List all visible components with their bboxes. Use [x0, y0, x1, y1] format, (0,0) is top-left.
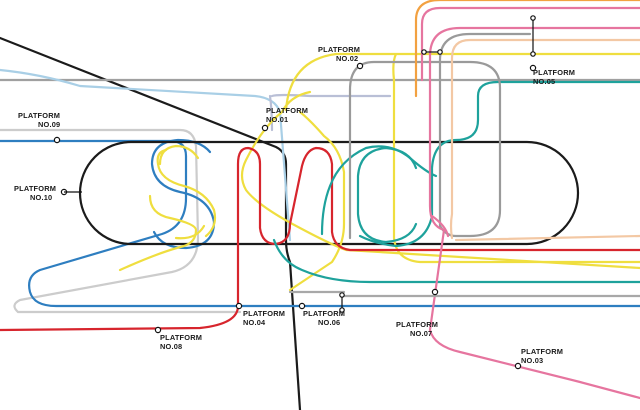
stop-platform-05[interactable]: [529, 64, 537, 72]
route-black-diagonal: [0, 36, 302, 410]
route-teal: [272, 80, 640, 284]
svg-text:PLATFORM: PLATFORM: [318, 45, 360, 54]
label-platform-02: PLATFORM NO.02: [318, 45, 360, 63]
stop-platform-01[interactable]: [261, 124, 269, 132]
label-platform-06: PLATFORM NO.06: [303, 309, 345, 327]
svg-text:NO.06: NO.06: [318, 318, 340, 327]
label-platform-01: PLATFORM NO.01: [266, 106, 308, 124]
svg-text:PLATFORM: PLATFORM: [243, 309, 285, 318]
route-yellow-top: [284, 52, 640, 292]
svg-text:NO.05: NO.05: [533, 77, 555, 86]
stop-platform-07[interactable]: [431, 288, 439, 296]
svg-text:NO.04: NO.04: [243, 318, 266, 327]
svg-text:PLATFORM: PLATFORM: [266, 106, 308, 115]
svg-text:NO.08: NO.08: [160, 342, 182, 351]
label-platform-04: PLATFORM NO.04: [243, 309, 285, 327]
svg-text:NO.01: NO.01: [266, 115, 288, 124]
svg-text:PLATFORM: PLATFORM: [521, 347, 563, 356]
stop-platform-02[interactable]: [356, 62, 364, 70]
route-grey-lower: [288, 290, 640, 298]
route-lavender: [268, 93, 392, 132]
route-light-blue: [0, 68, 292, 242]
svg-text:PLATFORM: PLATFORM: [18, 111, 60, 120]
label-platform-07: PLATFORM NO.07: [396, 320, 438, 338]
stop-platform-03[interactable]: [514, 362, 522, 370]
label-platform-05: PLATFORM NO.05: [533, 68, 575, 86]
svg-text:NO.10: NO.10: [30, 193, 52, 202]
route-teal-c: [356, 146, 418, 244]
svg-text:NO.03: NO.03: [521, 356, 543, 365]
route-pink-top: [420, 6, 640, 82]
route-yellow: [118, 90, 640, 272]
route-light-grey-loop: [0, 128, 242, 314]
svg-text:NO.09: NO.09: [38, 120, 60, 129]
stop-platform-06[interactable]: [298, 302, 306, 310]
stop-platform-08[interactable]: [154, 326, 162, 334]
route-dark-grey: [348, 32, 532, 240]
label-platform-09: PLATFORM NO.09: [18, 111, 60, 129]
stop-platform-04[interactable]: [235, 302, 243, 310]
junction-top-right: [339, 15, 536, 313]
route-pink: [428, 26, 640, 400]
label-platform-10: PLATFORM NO.10: [14, 184, 56, 202]
label-platform-08: PLATFORM NO.08: [160, 333, 202, 351]
route-peach: [449, 38, 640, 242]
letter-s-yellow: [158, 144, 206, 240]
route-blue-s: [150, 138, 216, 250]
svg-text:PLATFORM: PLATFORM: [396, 320, 438, 329]
main-rounded-frame: [78, 140, 580, 246]
svg-text:NO.07: NO.07: [410, 329, 432, 338]
svg-text:PLATFORM: PLATFORM: [160, 333, 202, 342]
stop-platform-09[interactable]: [53, 136, 61, 144]
svg-text:PLATFORM: PLATFORM: [303, 309, 345, 318]
label-platform-03: PLATFORM NO.03: [521, 347, 563, 365]
svg-text:NO.02: NO.02: [336, 54, 358, 63]
svg-text:PLATFORM: PLATFORM: [14, 184, 56, 193]
route-orange: [414, 0, 640, 98]
svg-text:PLATFORM: PLATFORM: [533, 68, 575, 77]
